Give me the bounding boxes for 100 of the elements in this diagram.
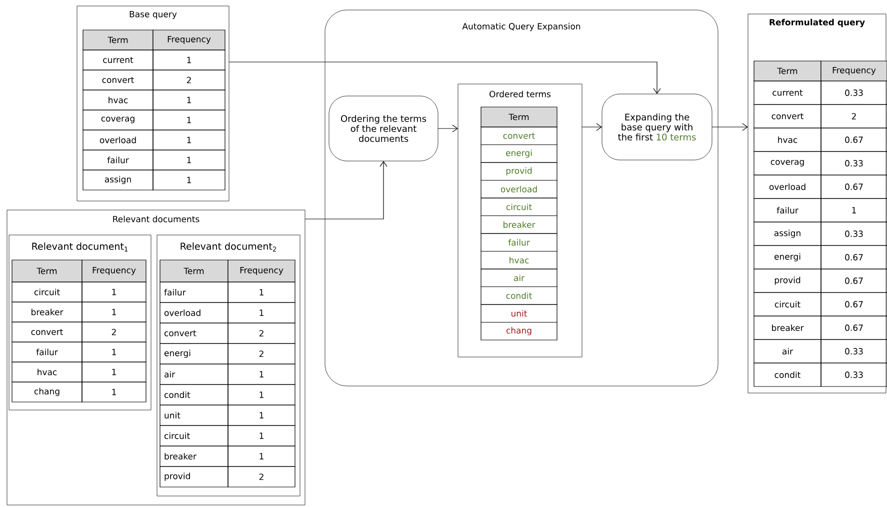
table-cell: failur	[480, 233, 558, 252]
table-cell: overload	[160, 302, 228, 324]
table-cell: 1	[228, 404, 296, 426]
arrow	[304, 161, 388, 220]
table-cell: air	[160, 364, 228, 385]
table-cell: 1	[228, 302, 296, 324]
table-cell: 1	[82, 282, 146, 302]
table-cell: circuit	[480, 198, 558, 216]
table-cell: 1	[228, 364, 296, 385]
table-header-cell: Term	[12, 260, 82, 282]
table-cell: condit	[754, 362, 822, 387]
table-cell: failur	[754, 198, 822, 222]
table-cell: 1	[82, 342, 146, 362]
table-cell: circuit	[754, 292, 822, 316]
table-cell: breaker	[160, 446, 228, 467]
table-cell: convert	[480, 126, 558, 146]
table-cell: 0.33	[820, 339, 887, 364]
table-header-cell: Frequency	[152, 30, 226, 50]
table-cell: 1	[152, 170, 226, 190]
process-box: Expanding the base query with the first 10 terms	[602, 94, 712, 160]
table-cell: hvac	[754, 128, 822, 152]
table-cell: current	[82, 50, 154, 70]
table-cell: 1	[82, 362, 146, 382]
table-cell: energi	[160, 343, 228, 364]
table-cell: breaker	[12, 302, 82, 322]
table-cell: coverag	[82, 110, 154, 130]
table-cell: 1	[152, 150, 226, 170]
table-cell: 1	[152, 90, 226, 110]
table-cell: failur	[12, 342, 82, 362]
table-cell: 2	[228, 343, 296, 364]
table-cell: convert	[754, 104, 822, 128]
table-cell: 2	[82, 322, 146, 342]
table-cell: 0.67	[820, 292, 887, 316]
table-cell: 2	[820, 104, 887, 128]
table-cell: 0.67	[820, 128, 887, 152]
table-cell: hvac	[12, 362, 82, 382]
table-cell: assign	[754, 222, 822, 246]
table-cell: 1	[152, 130, 226, 150]
table-cell: air	[754, 339, 822, 364]
arrow	[712, 123, 748, 131]
table-cell: failur	[82, 150, 154, 170]
table-cell: failur	[160, 282, 228, 303]
table-cell: 0.67	[820, 245, 887, 270]
table-cell: assign	[82, 170, 154, 190]
arrow	[228, 62, 661, 94]
process-box: Ordering the terms of the relevant documents	[328, 96, 438, 162]
table-cell: 1	[228, 384, 296, 406]
table-cell: convert	[160, 322, 228, 344]
table-cell: 0.33	[820, 151, 887, 176]
table-cell: unit	[160, 404, 228, 426]
table-cell: 2	[228, 466, 296, 488]
table-cell: 2	[228, 322, 296, 344]
table-header-cell: Term	[754, 60, 822, 82]
table-cell: 1	[152, 50, 226, 70]
table-header-cell: Frequency	[820, 60, 887, 82]
table-cell: convert	[12, 322, 82, 342]
table-cell: 0.67	[820, 316, 887, 340]
table-cell: air	[480, 268, 558, 288]
table-cell: 1	[820, 198, 887, 222]
table-header-cell: Frequency	[82, 260, 146, 282]
table-header-cell: Frequency	[228, 260, 296, 282]
table-cell: current	[754, 80, 822, 105]
table-cell: 1	[228, 446, 296, 467]
table-cell: chang	[480, 322, 558, 340]
table-cell: overload	[754, 174, 822, 199]
table-cell: 0.67	[820, 268, 887, 293]
table-cell: 0.67	[820, 174, 887, 199]
table-cell: circuit	[160, 425, 228, 446]
table-cell: 1	[228, 425, 296, 446]
table-cell: energi	[754, 245, 822, 270]
table-cell: convert	[82, 70, 154, 90]
arrow	[582, 123, 602, 131]
table-cell: hvac	[82, 90, 154, 110]
table-cell: 0.33	[820, 80, 887, 105]
table-header-cell: Term	[480, 106, 558, 128]
table-cell: breaker	[754, 316, 822, 340]
table-cell: 1	[82, 302, 146, 322]
table-cell: provid	[160, 466, 228, 488]
table-cell: unit	[480, 304, 558, 323]
table-cell: provid	[754, 268, 822, 293]
table-header-cell: Term	[160, 260, 228, 282]
table-cell: chang	[12, 382, 82, 402]
table-cell: energi	[480, 144, 558, 163]
table-cell: overload	[480, 180, 558, 198]
table-cell: condit	[160, 384, 228, 406]
table-cell: 0.33	[820, 222, 887, 246]
table-cell: hvac	[480, 250, 558, 270]
table-header-cell: Term	[82, 30, 154, 50]
table-cell: breaker	[480, 215, 558, 234]
table-cell: provid	[480, 162, 558, 181]
arrow	[438, 124, 458, 132]
table-cell: circuit	[12, 282, 82, 302]
table-cell: 2	[152, 70, 226, 90]
table-cell: overload	[82, 130, 154, 150]
table-cell: condit	[480, 286, 558, 305]
table-cell: coverag	[754, 151, 822, 176]
table-cell: 1	[152, 110, 226, 130]
table-cell: 0.33	[820, 362, 887, 387]
table-cell: 1	[82, 382, 146, 402]
table-cell: 1	[228, 282, 296, 303]
